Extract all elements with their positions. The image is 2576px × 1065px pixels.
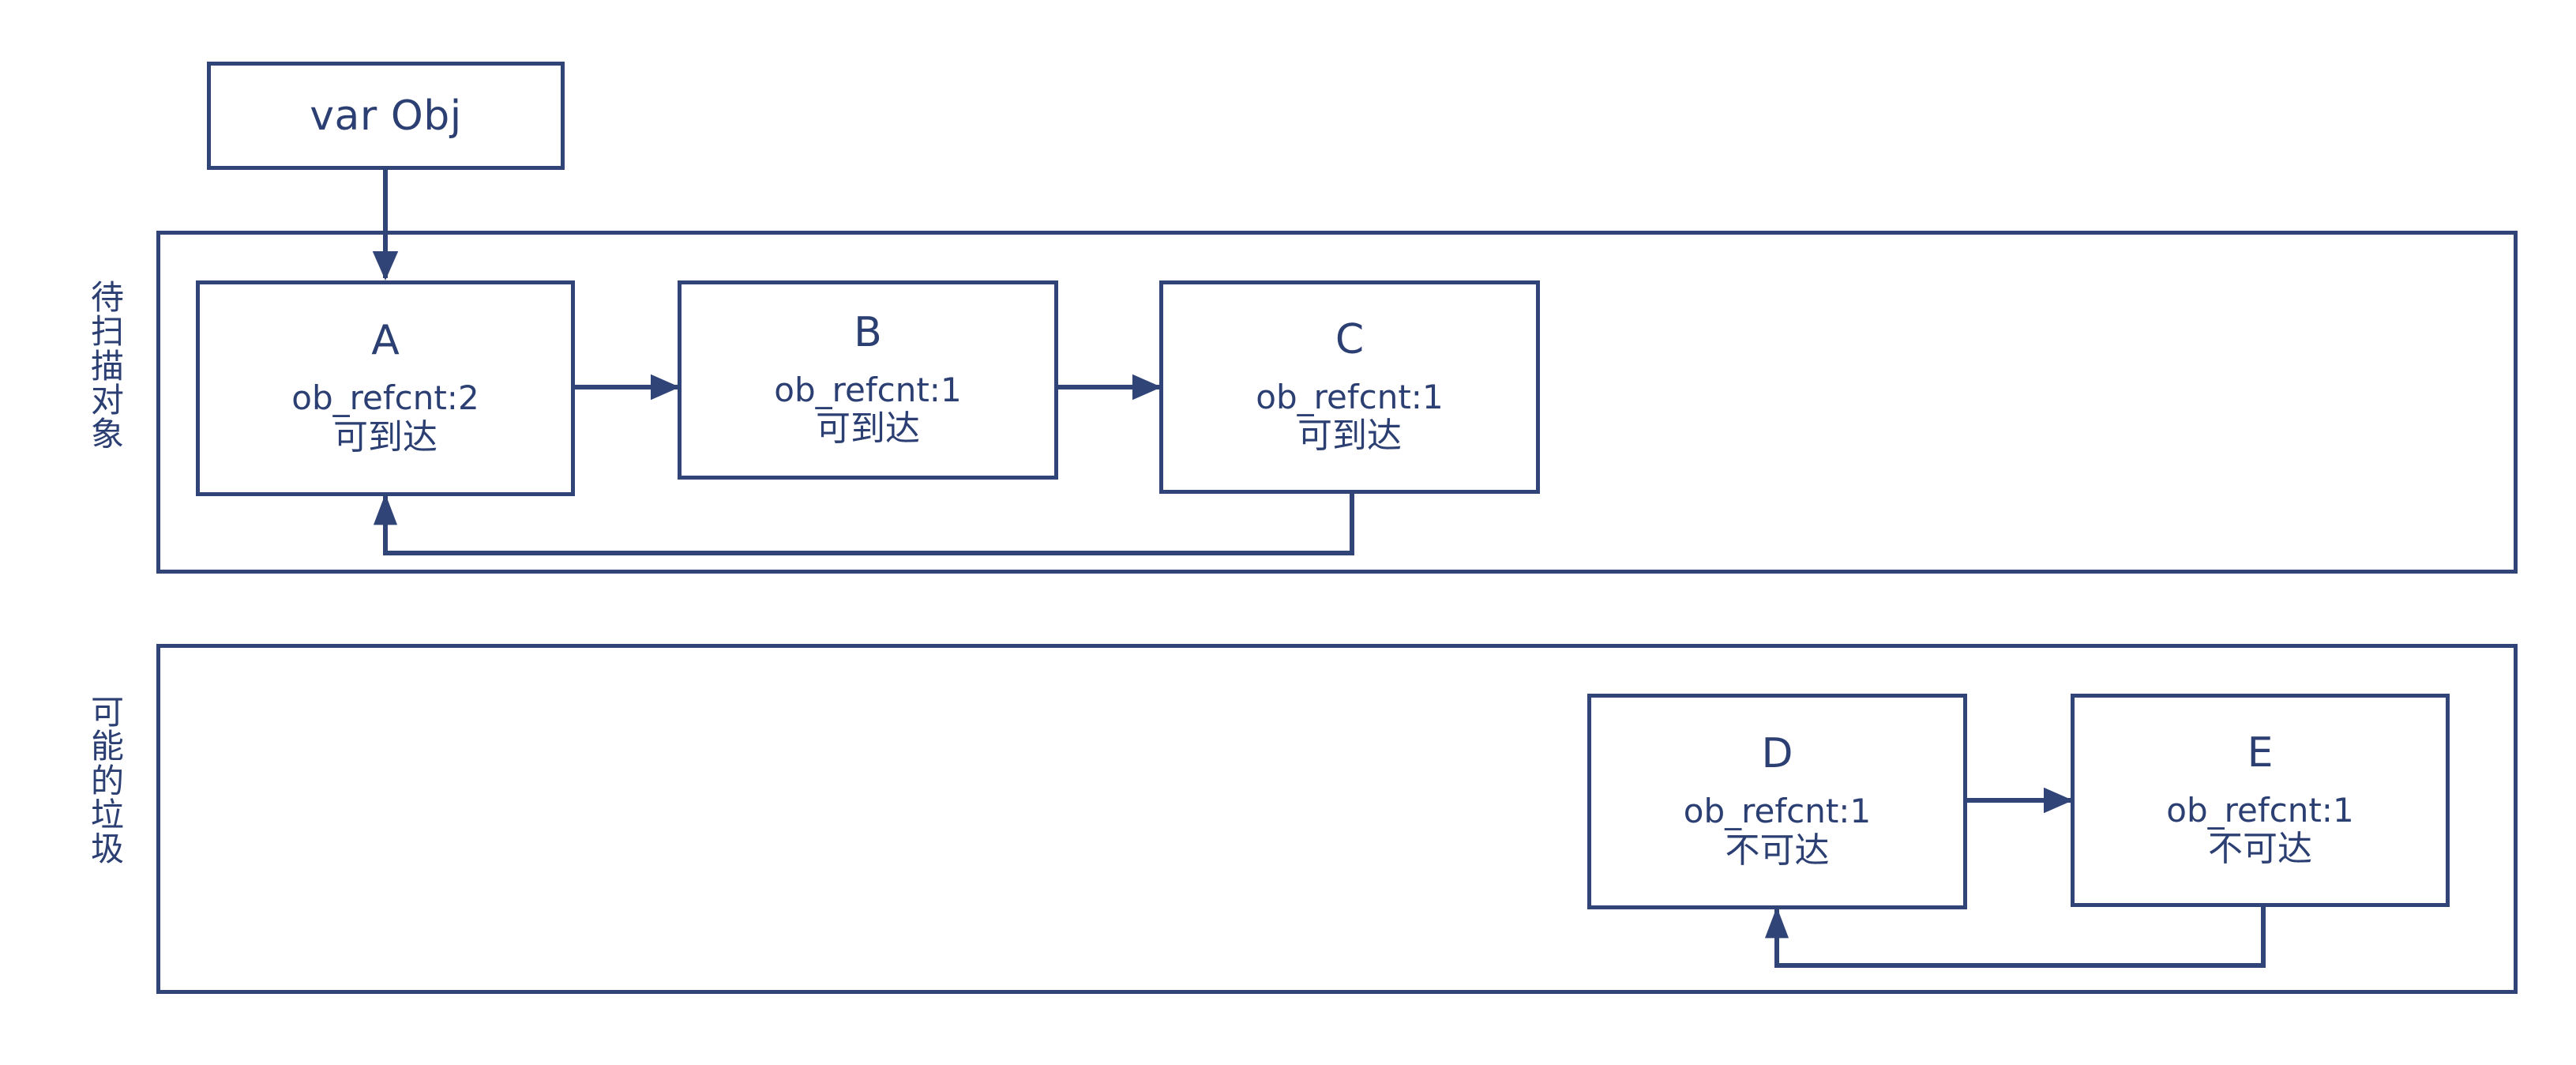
node-b-state: 可到达 bbox=[816, 408, 920, 450]
group-label-garbage: 可 能 的 垃 圾 bbox=[87, 693, 128, 868]
group-label-scan-char-1: 扫 bbox=[90, 312, 124, 352]
group-label-scan-char-4: 象 bbox=[90, 415, 124, 453]
node-a-state: 可到达 bbox=[333, 416, 437, 457]
node-e-refcnt: ob_refcnt:1 bbox=[2166, 790, 2354, 830]
node-a[interactable]: A ob_refcnt:2 可到达 bbox=[196, 280, 575, 496]
group-label-garbage-char-0: 可 bbox=[90, 693, 124, 732]
var-obj-box[interactable]: var Obj bbox=[207, 62, 565, 170]
group-label-garbage-char-4: 圾 bbox=[90, 830, 124, 868]
group-label-garbage-char-1: 能 bbox=[90, 727, 124, 766]
node-d-title: D bbox=[1761, 730, 1793, 778]
node-c[interactable]: C ob_refcnt:1 可到达 bbox=[1159, 280, 1540, 494]
group-label-garbage-char-2: 的 bbox=[90, 761, 124, 800]
group-label-garbage-char-3: 垃 bbox=[90, 795, 124, 834]
group-label-scan-char-3: 对 bbox=[90, 380, 124, 420]
group-panel-scan bbox=[156, 231, 2518, 574]
node-d-state: 不可达 bbox=[1725, 830, 1830, 871]
var-obj-label: var Obj bbox=[310, 92, 462, 140]
node-c-state: 可到达 bbox=[1297, 416, 1402, 457]
edge-e-to-d-back bbox=[1764, 906, 2266, 968]
group-label-scan-char-0: 待 bbox=[90, 278, 124, 317]
node-d-refcnt: ob_refcnt:1 bbox=[1683, 792, 1872, 831]
node-d[interactable]: D ob_refcnt:1 不可达 bbox=[1587, 694, 1967, 909]
node-a-refcnt: ob_refcnt:2 bbox=[291, 378, 479, 418]
node-b[interactable]: B ob_refcnt:1 可到达 bbox=[678, 280, 1058, 480]
node-e[interactable]: E ob_refcnt:1 不可达 bbox=[2071, 694, 2450, 907]
node-e-title: E bbox=[2247, 728, 2274, 777]
node-c-title: C bbox=[1335, 315, 1365, 363]
group-label-scan-char-2: 描 bbox=[90, 346, 124, 386]
node-a-title: A bbox=[371, 317, 400, 365]
node-c-refcnt: ob_refcnt:1 bbox=[1256, 377, 1444, 416]
node-e-state: 不可达 bbox=[2208, 829, 2312, 870]
group-label-scan: 待 扫 描 对 象 bbox=[87, 278, 128, 453]
node-b-refcnt: ob_refcnt:1 bbox=[774, 370, 962, 409]
edge-c-to-a-back bbox=[373, 493, 1354, 555]
node-b-title: B bbox=[854, 308, 882, 356]
group-panel-garbage bbox=[156, 644, 2518, 994]
